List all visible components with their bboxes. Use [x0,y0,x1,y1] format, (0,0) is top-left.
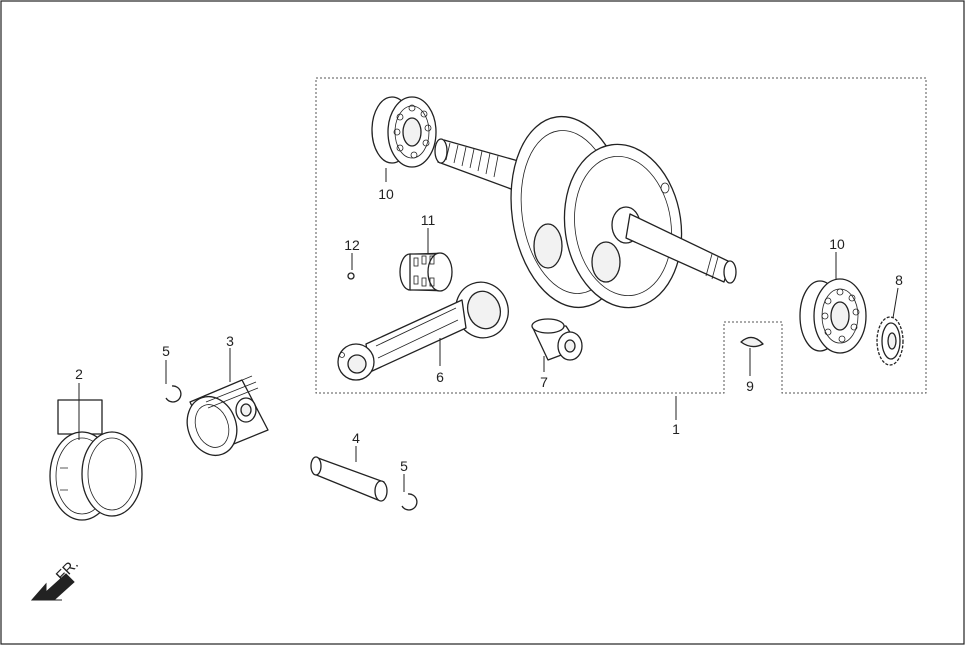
needle-bearing-part [399,252,453,292]
callout-4: 4 [352,430,360,446]
callout-10-right: 10 [829,236,845,252]
callout-6: 6 [436,369,444,385]
connecting-rod-part [337,281,509,381]
crankshaft-part [434,115,737,309]
piston-rings-part [49,399,143,521]
ball-bearing-part [371,96,437,168]
circlip-part [401,493,418,511]
front-arrow-icon [30,573,75,601]
callout-2: 2 [75,366,83,382]
piston-part [186,375,269,457]
crank-pin-part [531,318,583,361]
circlip-part [165,385,182,403]
steel-ball-part [347,272,355,280]
callout-9: 9 [746,378,754,394]
callout-3: 3 [226,333,234,349]
front-direction-indicator: FR. [30,556,82,601]
assembly-boundary [315,77,927,394]
leader-lines [78,168,899,492]
callout-labels: 1 2 3 4 5 5 6 7 8 9 10 10 11 12 [75,186,903,474]
callout-5-upper: 5 [162,343,170,359]
callout-8: 8 [895,272,903,288]
callout-10-upper: 10 [378,186,394,202]
callout-12: 12 [344,237,360,253]
front-direction-label: FR. [53,556,82,585]
callout-5-lower: 5 [400,458,408,474]
callout-7: 7 [540,374,548,390]
woodruff-key-part [740,336,764,348]
callout-1: 1 [672,421,680,437]
timing-gear-part [876,316,904,366]
callout-11: 11 [421,212,436,228]
ball-bearing-part [799,278,867,354]
piston-pin-part [310,456,388,502]
